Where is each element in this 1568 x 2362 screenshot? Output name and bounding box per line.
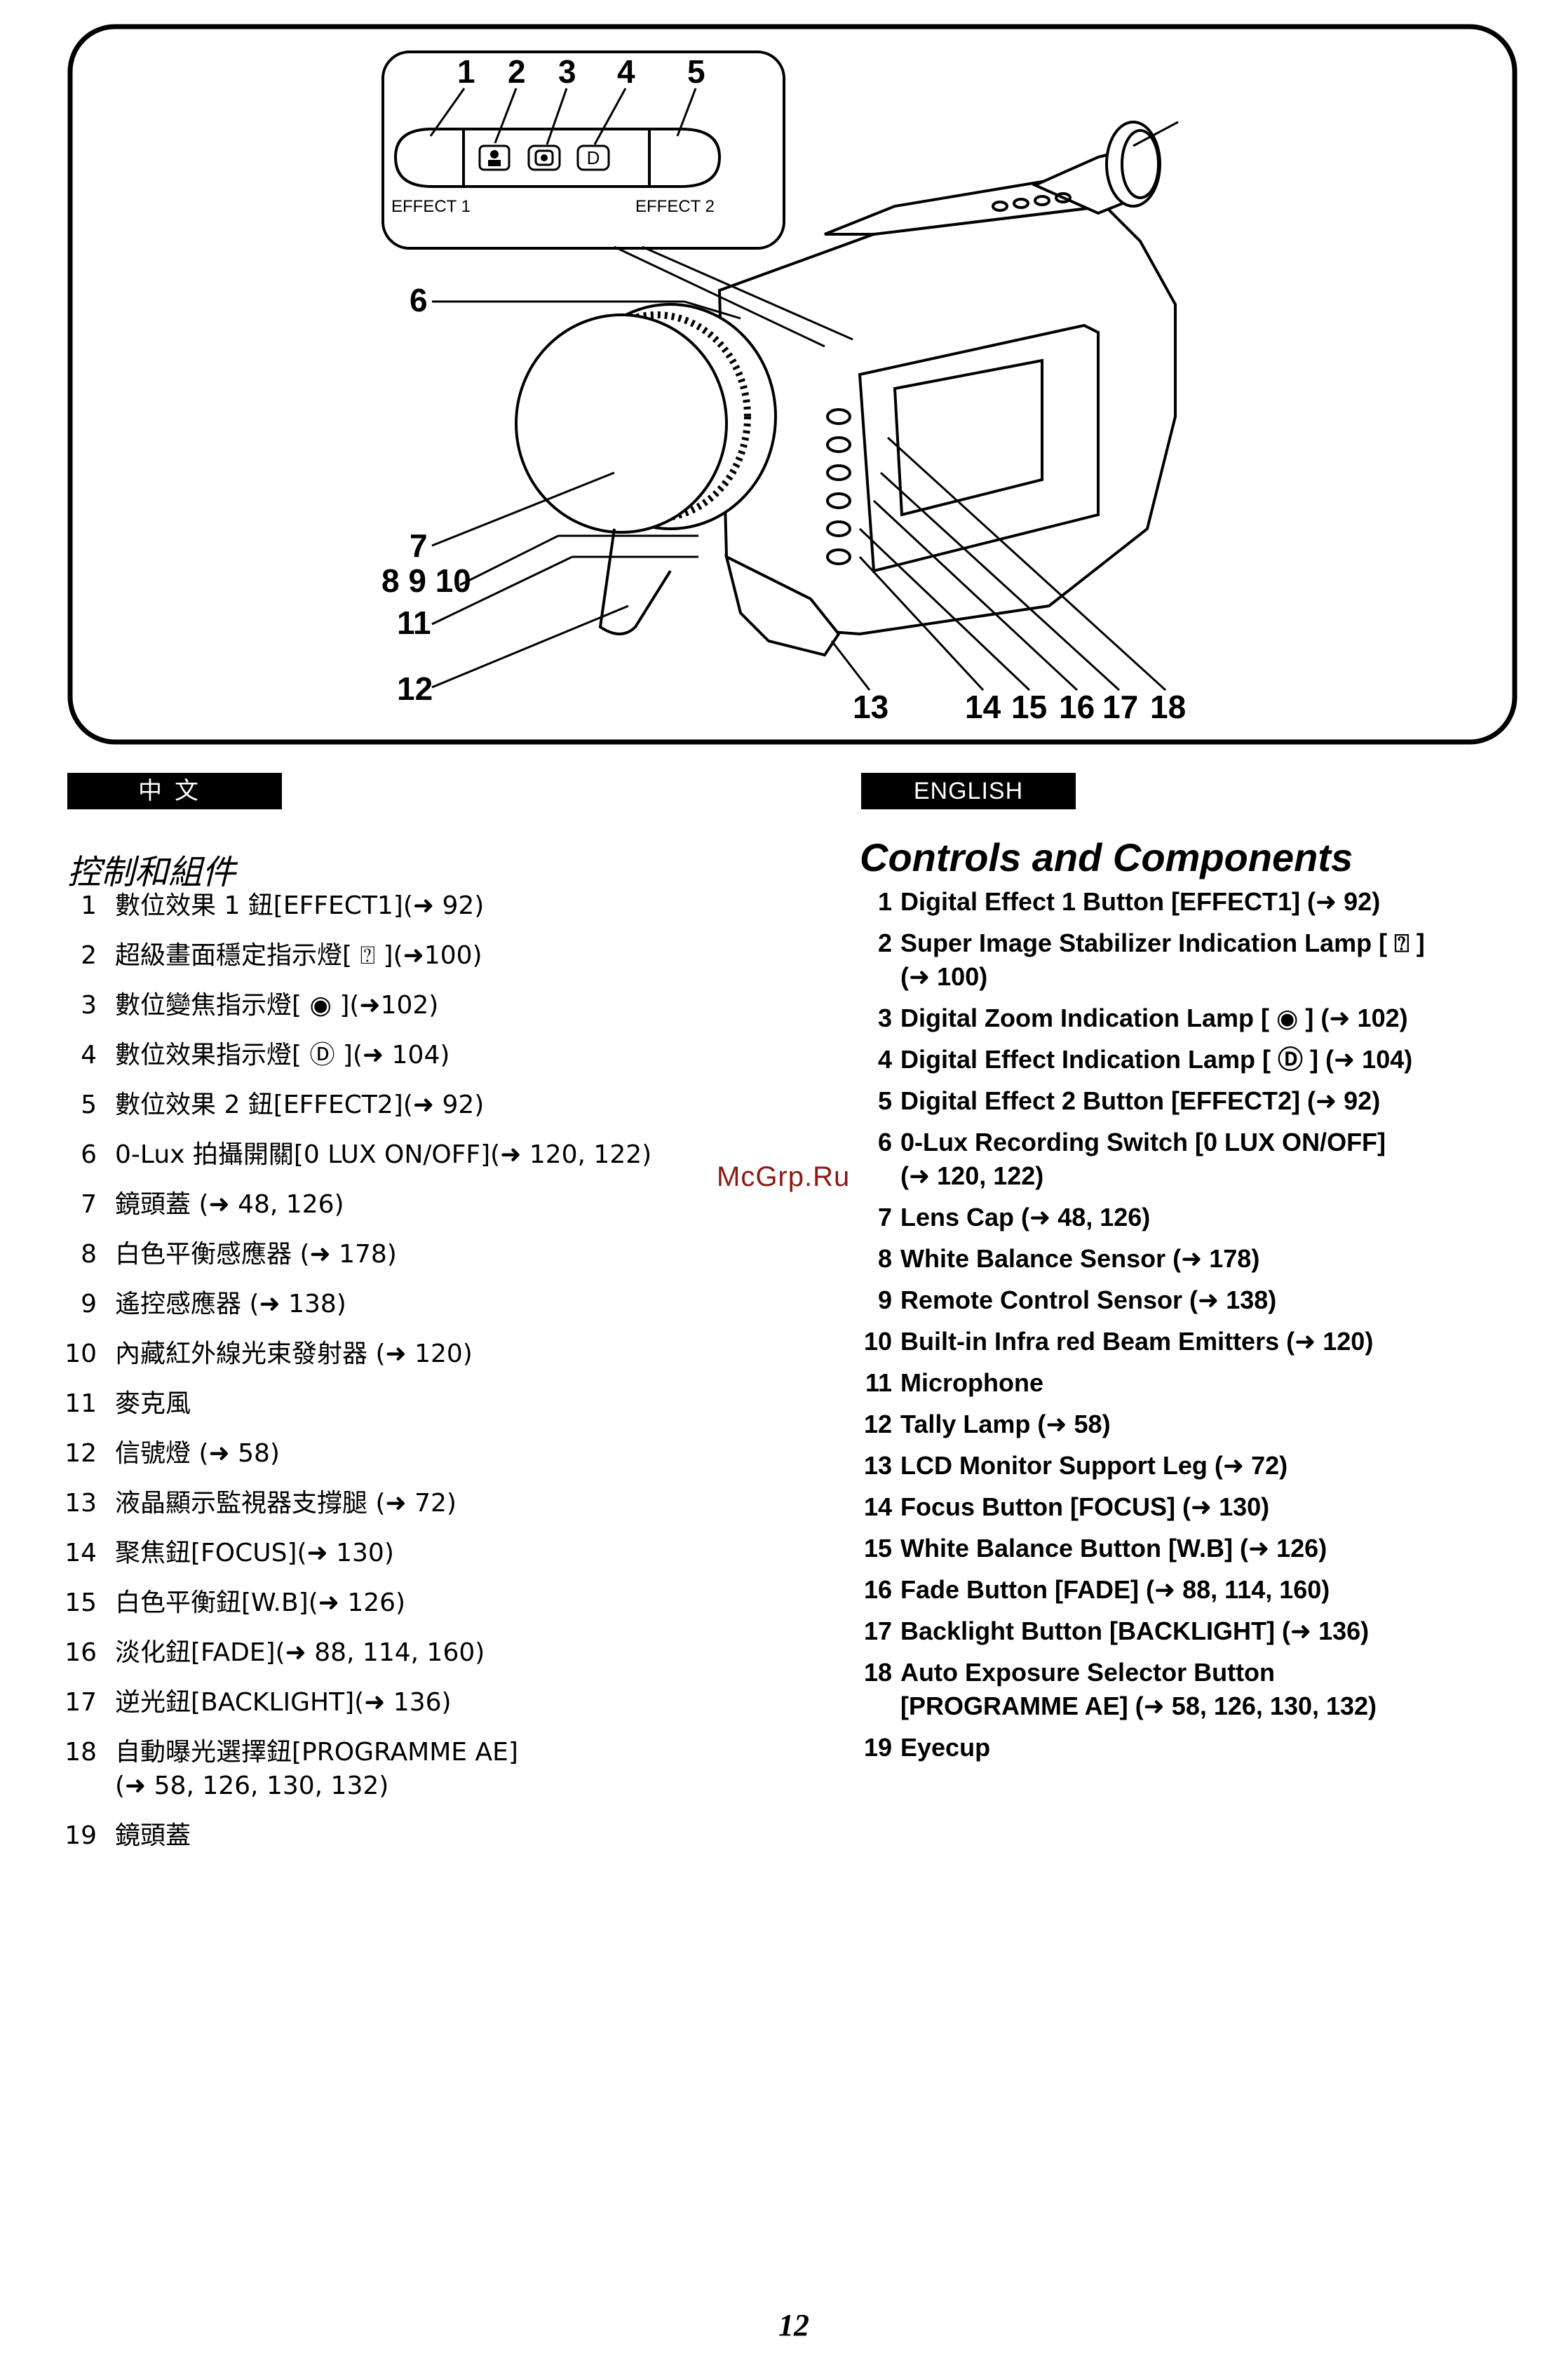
callout-14: 14: [965, 689, 1001, 725]
button-panel-box: [381, 50, 785, 250]
lang-label-chinese: 中文: [67, 773, 282, 809]
watermark: McGrp.Ru: [717, 1161, 851, 1192]
effect2-label: EFFECT 2: [635, 197, 715, 216]
callout-17: 17: [1102, 689, 1138, 725]
effect1-label: EFFECT 1: [391, 197, 471, 216]
callout-11: 11: [397, 605, 431, 641]
callout-6: 6: [410, 282, 428, 318]
button-panel: D EFFECT 1 EFFECT 2: [391, 128, 722, 216]
digital-effect-icon: D: [576, 144, 610, 171]
callout-2: 2: [508, 53, 526, 90]
camcorder-figure: D EFFECT 1 EFFECT 2 1 2 3 4 5 6 7 8 9 10…: [67, 24, 1518, 745]
stabilizer-icon: [478, 144, 511, 171]
callout-8-9-10: 8 9 10: [381, 562, 471, 599]
callout-16: 16: [1059, 689, 1095, 725]
section-title-chinese: 控制和組件: [67, 853, 236, 892]
callout-15: 15: [1011, 689, 1047, 725]
callout-3: 3: [558, 53, 576, 90]
callout-12: 12: [397, 670, 433, 707]
leader-lines: [429, 88, 1179, 691]
zoom-icon: [527, 144, 561, 171]
page-number: 12: [778, 2308, 809, 2342]
camcorder-illustration: D EFFECT 1 EFFECT 2 1 2 3 4 5 6 7 8 9 10…: [67, 24, 1518, 745]
lang-label-english: ENGLISH: [861, 773, 1076, 809]
callout-13: 13: [853, 689, 888, 725]
callout-1: 1: [457, 53, 475, 90]
camcorder-body: [515, 121, 1177, 657]
svg-text:D: D: [587, 147, 600, 168]
callout-7: 7: [410, 527, 428, 564]
callout-18: 18: [1150, 689, 1186, 725]
figure-frame: [67, 24, 1518, 745]
section-title-english: Controls and Components: [860, 835, 1353, 879]
callout-4: 4: [617, 53, 635, 90]
callout-5: 5: [687, 53, 705, 90]
